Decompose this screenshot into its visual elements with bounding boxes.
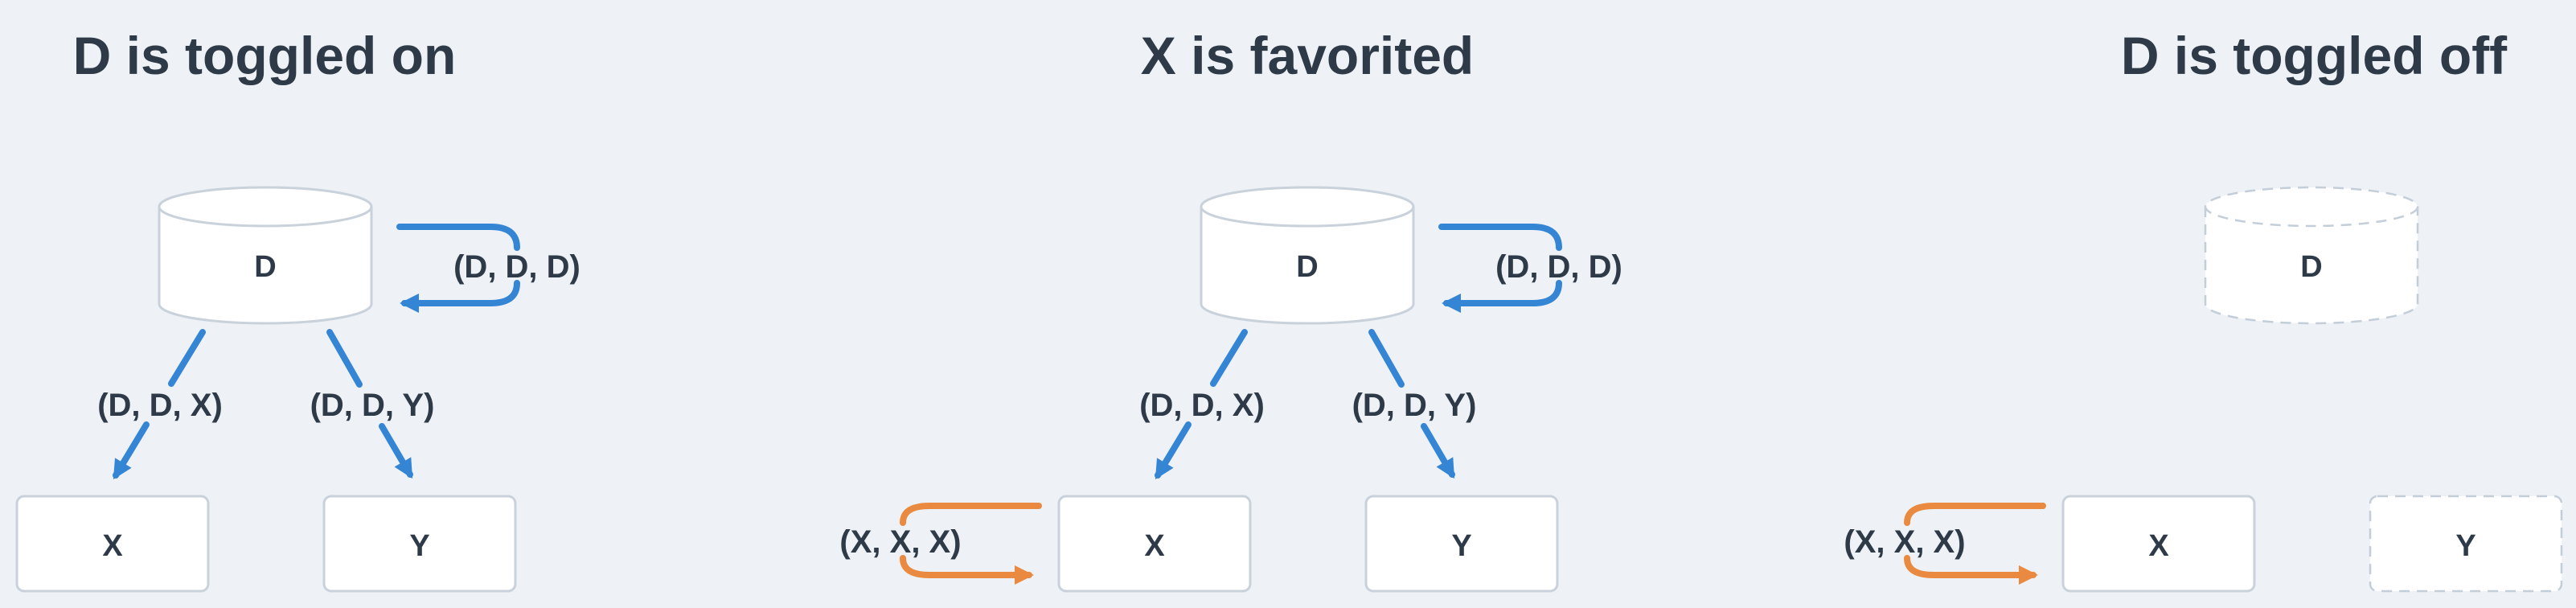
edge-label: (D, D, Y) [310, 388, 435, 423]
cylinder-top [158, 186, 373, 228]
self-loop-arrow-x: (X, X, X) [1844, 503, 2046, 585]
self-loop-label: (D, D, D) [453, 249, 580, 285]
edge-label: (D, D, X) [1139, 388, 1265, 423]
node-label: Y [409, 529, 429, 563]
panel-d-toggled-off: D is toggled off D (X, X, X) X Y [1844, 26, 2563, 593]
edge-d-to-x: (D, D, X) [97, 329, 223, 480]
panel-title: X is favorited [1141, 26, 1474, 85]
node-box-y: Y [322, 495, 517, 593]
edge-label: (D, D, Y) [1352, 388, 1477, 423]
node-rect [322, 495, 517, 593]
cylinder-body [1200, 207, 1415, 325]
node-label: X [2148, 529, 2169, 563]
cylinder-body [2204, 207, 2419, 325]
cylinder-top [1200, 186, 1415, 228]
self-loop-arrow-d: (D, D, D) [1438, 224, 1622, 313]
panel-d-toggled-on: D is toggled on D (D, D, D) (D, D, X) (D… [15, 26, 580, 593]
node-rect [15, 495, 210, 593]
cylinder-body [158, 207, 373, 325]
database-label: D [1296, 250, 1318, 284]
self-loop-label: (X, X, X) [1844, 524, 1965, 560]
database-label: D [254, 250, 276, 284]
node-box-x: X [1057, 495, 1252, 593]
node-rect [2061, 495, 2256, 593]
node-box-x: X [15, 495, 210, 593]
edge-label: (D, D, X) [97, 388, 223, 423]
node-box-y: Y [1364, 495, 1559, 593]
node-box-x: X [2061, 495, 2256, 593]
node-rect [2369, 495, 2563, 593]
panel-x-favorited: X is favorited D (D, D, D) (D, D, X) (D,… [839, 26, 1622, 593]
panel-title: D is toggled on [73, 26, 457, 85]
node-label: Y [1451, 529, 1471, 563]
edge-d-to-y: (D, D, Y) [310, 329, 435, 479]
edge-d-to-y: (D, D, Y) [1352, 329, 1477, 479]
node-label: X [102, 529, 123, 563]
self-loop-label: (X, X, X) [839, 524, 961, 560]
node-rect [1057, 495, 1252, 593]
edge-d-to-x: (D, D, X) [1139, 329, 1265, 480]
node-box-y-disabled: Y [2369, 495, 2563, 593]
database-cylinder-d: D [158, 186, 373, 325]
node-label: Y [2455, 529, 2476, 563]
self-loop-arrow-d: (D, D, D) [396, 224, 580, 313]
self-loop-label: (D, D, D) [1495, 249, 1622, 285]
self-loop-arrow-x: (X, X, X) [839, 503, 1042, 585]
panel-title: D is toggled off [2121, 26, 2508, 85]
node-label: X [1144, 529, 1165, 563]
database-cylinder-d-disabled: D [2204, 186, 2419, 325]
database-label: D [2300, 250, 2322, 284]
database-cylinder-d: D [1200, 186, 1415, 325]
node-rect [1364, 495, 1559, 593]
cylinder-top [2204, 186, 2419, 228]
